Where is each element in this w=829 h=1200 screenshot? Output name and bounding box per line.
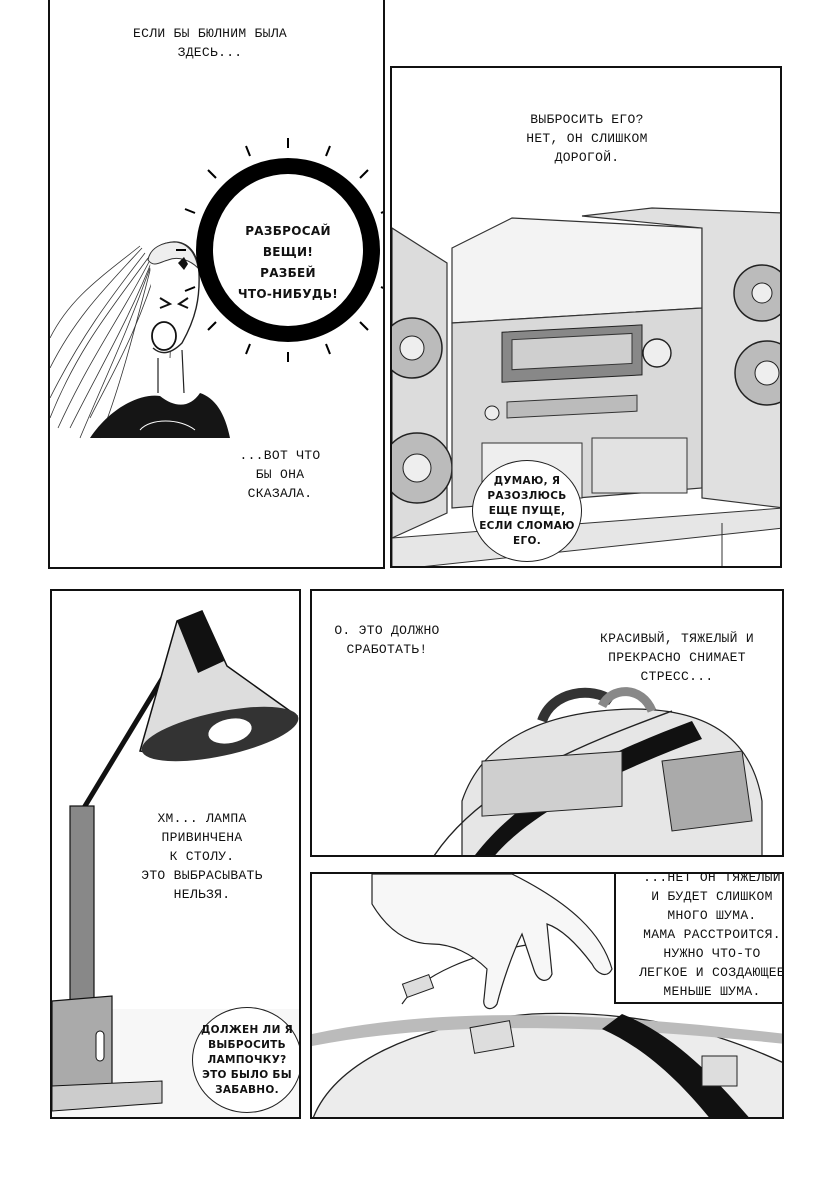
panel-2: ВЫБРОСИТЬ ЕГО? НЕТ, ОН СЛИШКОМ ДОРОГОЙ. … bbox=[390, 66, 782, 568]
caption-lamp-screwed: ХМ... ЛАМПА ПРИВИНЧЕНА К СТОЛУ. ЭТО ВЫБР… bbox=[141, 811, 263, 902]
shout-burst bbox=[176, 138, 383, 362]
speech-bubble-lightbulb: ДОЛЖЕН ЛИ Я ВЫБРОСИТЬ ЛАМПОЧКУ? ЭТО БЫЛО… bbox=[192, 1007, 299, 1113]
caption-too-heavy-text: ...НЕТ ОН ТЯЖЕЛЫЙ И БУДЕТ СЛИШКОМ МНОГО … bbox=[639, 872, 784, 999]
bubble-lightbulb-text: ДОЛЖЕН ЛИ Я ВЫБРОСИТЬ ЛАМПОЧКУ? ЭТО БЫЛО… bbox=[200, 1023, 294, 1096]
girl-illustration bbox=[50, 138, 383, 439]
speech-bubble-break-it: ДУМАЮ, Я РАЗОЗЛЮСЬ ЕЩЕ ПУЩЕ, ЕСЛИ СЛОМАЮ… bbox=[472, 460, 582, 562]
caption-she-would-say: ...ВОТ ЧТО БЫ ОНА СКАЗАЛА. bbox=[239, 448, 321, 501]
stereo-illustration bbox=[392, 207, 780, 566]
caption-throw-it-away: ВЫБРОСИТЬ ЕГО? НЕТ, ОН СЛИШКОМ ДОРОГОЙ. bbox=[526, 112, 648, 165]
caption-beautiful-heavy: КРАСИВЫЙ, ТЯЖЕЛЫЙ И ПРЕКРАСНО СНИМАЕТ СТ… bbox=[600, 631, 754, 684]
caption-box-too-heavy: ...НЕТ ОН ТЯЖЕЛЫЙ И БУДЕТ СЛИШКОМ МНОГО … bbox=[614, 872, 784, 1004]
panel-4: О. ЭТО ДОЛЖНО СРАБОТАТЬ! КРАСИВЫЙ, ТЯЖЕЛ… bbox=[310, 589, 784, 857]
panel-1: ЕСЛИ БЫ БЮЛНИМ БЫЛА ЗДЕСЬ... РАЗБРОСАЙ В… bbox=[48, 0, 385, 569]
panel-3: ХМ... ЛАМПА ПРИВИНЧЕНА К СТОЛУ. ЭТО ВЫБР… bbox=[50, 589, 301, 1119]
shout-text: РАЗБРОСАЙ ВЕЩИ! РАЗБЕЙ ЧТО-НИБУДЬ! bbox=[237, 224, 339, 301]
bubble-break-text: ДУМАЮ, Я РАЗОЗЛЮСЬ ЕЩЕ ПУЩЕ, ЕСЛИ СЛОМАЮ… bbox=[479, 474, 575, 547]
caption-if-byulnim-here: ЕСЛИ БЫ БЮЛНИМ БЫЛА ЗДЕСЬ... bbox=[133, 26, 287, 60]
hand-on-bag-illustration bbox=[312, 874, 782, 1117]
bag-illustration bbox=[433, 687, 763, 855]
panel-5: ...НЕТ ОН ТЯЖЕЛЫЙ И БУДЕТ СЛИШКОМ МНОГО … bbox=[310, 872, 784, 1119]
caption-this-will-work: О. ЭТО ДОЛЖНО СРАБОТАТЬ! bbox=[334, 623, 440, 657]
